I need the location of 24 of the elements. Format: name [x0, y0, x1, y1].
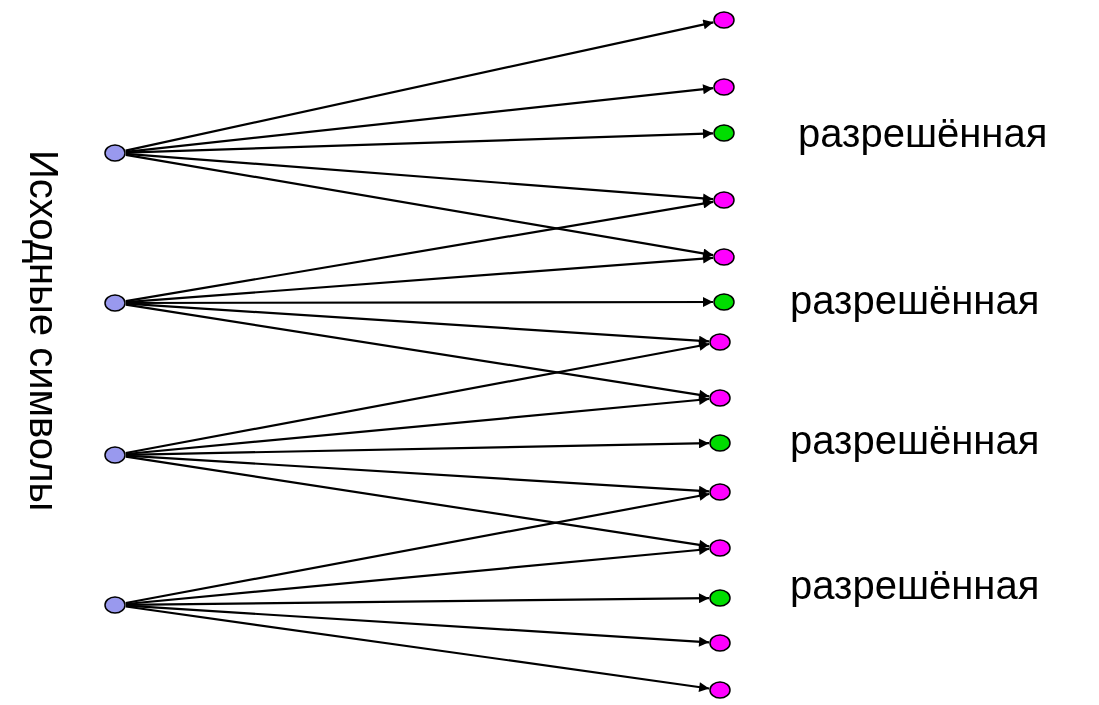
arrow	[126, 593, 709, 606]
arrow	[125, 253, 714, 304]
arrow	[125, 19, 714, 152]
arrow	[125, 605, 710, 693]
node-caption: разрешённая	[798, 113, 1048, 153]
arrow	[125, 84, 714, 153]
arrow	[125, 152, 714, 204]
arrow	[125, 438, 710, 456]
axis-caption: Исходные символы	[24, 150, 64, 512]
arrow	[125, 302, 710, 346]
arrow	[125, 303, 710, 400]
arrow	[125, 604, 710, 647]
arrow	[125, 455, 710, 550]
arrow	[125, 545, 710, 606]
node-caption: разрешённая	[790, 280, 1040, 320]
arrow	[125, 153, 714, 259]
arrow	[125, 395, 710, 456]
arrow	[125, 198, 714, 303]
arrow	[125, 128, 714, 154]
arrow	[125, 340, 710, 455]
arrow	[125, 454, 710, 496]
node-caption: разрешённая	[790, 565, 1040, 605]
arrow	[125, 490, 710, 605]
node-caption: разрешённая	[790, 420, 1040, 460]
